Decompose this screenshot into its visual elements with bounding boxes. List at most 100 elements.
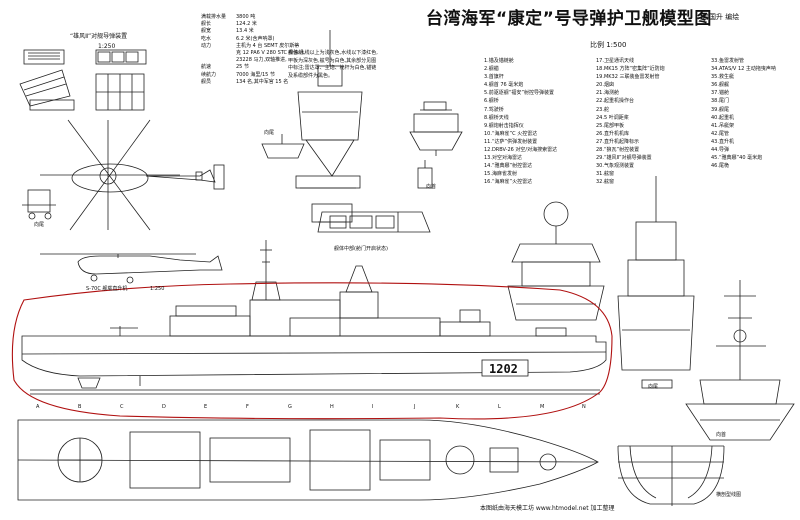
launcher-title: “雄风Ⅱ”对舰导弹装置 [70,33,128,40]
legend-item: 12.DRBV-26 对空/对海搜索雷达 [484,147,558,154]
label-front-view: 向尾 [264,130,275,136]
station-letter-row: A B C D E F G H I J K L M N [36,404,586,410]
legend-item: 29.“雄风Ⅱ”对舰导弹装置 [596,155,652,162]
legend-item: 40.起重机 [711,114,734,121]
station-letter: H [330,404,334,410]
legend-item: 33.鱼雷发射管 [711,58,744,64]
legend-item: 1.锚及锚链舱 [484,58,514,64]
legend-item: 34.ATAS/V 12 主动拖曳声呐 [711,66,776,73]
station-letter: M [540,404,544,410]
hull-number: 1202 [489,362,518,376]
legend-item: 46.尾桅 [711,163,729,170]
station-letter: K [456,404,460,410]
hull-body-plan [617,445,725,506]
legend-item: 2.舰艏 [484,66,499,73]
label-stern-view-small: 向首 [426,184,437,190]
spec-row: 克 12 PA6 V 280 STC 柴油机, [236,50,306,57]
author-credit: 曾国升 编绘 [702,13,740,21]
legend-item: 37.锚舱 [711,90,729,97]
legend-item: 21.海测舱 [596,90,619,97]
legend-item: 32.舷窗 [596,179,614,186]
helicopter-top-view [40,119,225,231]
drawing-scale: 比例 1:500 [590,41,627,49]
station-letter: G [288,404,292,410]
legend-column-2: 17.卫星通讯天线 18.MK15 方阵“密集阵”近防炮 19.MK32 三联装鱼… [596,57,665,187]
legend-item: 23.舵 [596,106,609,113]
legend-item: 19.MK32 三联装鱼雷发射管 [596,74,660,81]
legend-item: 4.舰首 76 毫米炮 [484,82,524,89]
spec-row: 动力主机为 4 台 SEMT 皮尔斯蒂 [201,42,300,49]
highlight-outline [11,282,613,420]
station-letter: B [78,404,82,410]
station-letter: C [120,404,124,410]
stern-view-small [409,101,463,156]
legend-item: 18.MK15 方阵“密集阵”近防炮 [596,66,665,73]
legend-item: 14.“雅典娜”射控雷达 [484,163,533,170]
legend-item: 35.救生艇 [711,74,734,81]
legend-item: 44.导弹 [711,147,729,154]
helicopter-front-view [22,189,56,220]
footer-credit: 本图纸由海天模工坊 www.htmodel.net 加工整理 [480,505,615,512]
legend-item: 38.尾门 [711,98,729,105]
legend-item: 43.直升机 [711,138,734,145]
front-elevation-large [507,201,605,321]
launcher-scale: 1:250 [98,43,116,50]
legend-item: 30.气象观测装置 [596,163,634,170]
legend-item: 16.“海麻雀”火控雷达 [484,179,533,186]
plan-view [17,419,599,501]
missile-launcher-drawing [19,49,147,111]
legend-item: 7.驾驶桥 [484,106,504,113]
legend-item: 28.“狼瓦”射控装置 [596,147,640,154]
station-letter: E [204,404,207,410]
label-launcher-side: 向尾 [34,222,45,228]
color-note: 舰色:水线以上为浅灰色,水线以下漆红色,甲板为深灰色,舷号为白色,其余部分见图中… [288,50,378,79]
legend-item: 26.直升机机库 [596,130,629,137]
label-helo-scale: 1:250 [150,286,165,292]
legend-item: 42.尾管 [711,130,729,137]
legend-item: 36.舰艉 [711,82,729,89]
rear-elevation-large [617,176,695,389]
legend-item: 22.起重机操作台 [596,98,634,105]
helicopter-side-view [40,253,223,284]
legend-item: 20.烟囱 [596,82,614,89]
legend-item: 25.尾部甲板 [596,122,624,129]
station-letter: N [582,404,586,410]
label-hull-plan: 横剖型线图 [716,492,742,498]
label-helo-side: S-70C 舰载直升机 [86,286,128,292]
legend-item: 31.舷窗 [596,171,614,178]
legend-item: 15.海麻雀发射 [484,171,517,178]
legend-item: 6.舰桥 [484,98,499,105]
label-rear-elevation: 向尾 [648,384,659,390]
main-side-profile [21,240,607,395]
legend-item: 24.5 叶调距桨 [596,114,629,121]
legend-item: 5.前驱逐舰“福安”射控导弹装置 [484,90,554,97]
page-title: 台湾海军“康定”号导弹护卫舰模型图 [426,9,712,29]
station-letter: J [413,404,415,410]
legend-item: 27.直升机起降标示 [596,138,639,145]
label-stern-mast: 向首 [716,432,727,438]
hangar-midsection-detail [317,211,431,233]
legend-item: 8.舰桥天线 [484,114,509,121]
detail-sketch-bow [261,134,433,223]
label-hangar-detail: 舰体中部(舱门开启状态) [334,246,388,252]
bow-view-top [297,30,363,177]
legend-item: 10.“海麻雀”C 火控雷达 [484,130,538,137]
station-letter: A [36,404,40,410]
legend-item: 3.首旗杆 [484,74,504,81]
legend-item: 13.对空对海雷达 [484,155,522,162]
legend-item: 41.吊艇架 [711,122,734,129]
station-letter: F [246,404,249,410]
legend-item: 39.舰尾 [711,106,729,113]
legend-item: 17.卫星通讯天线 [596,58,634,64]
legend-item: 9.舰炮射击指挥仪 [484,122,524,129]
legend-item: 11.“达萨”供弹发射装置 [484,138,538,145]
station-letter: I [372,404,373,410]
